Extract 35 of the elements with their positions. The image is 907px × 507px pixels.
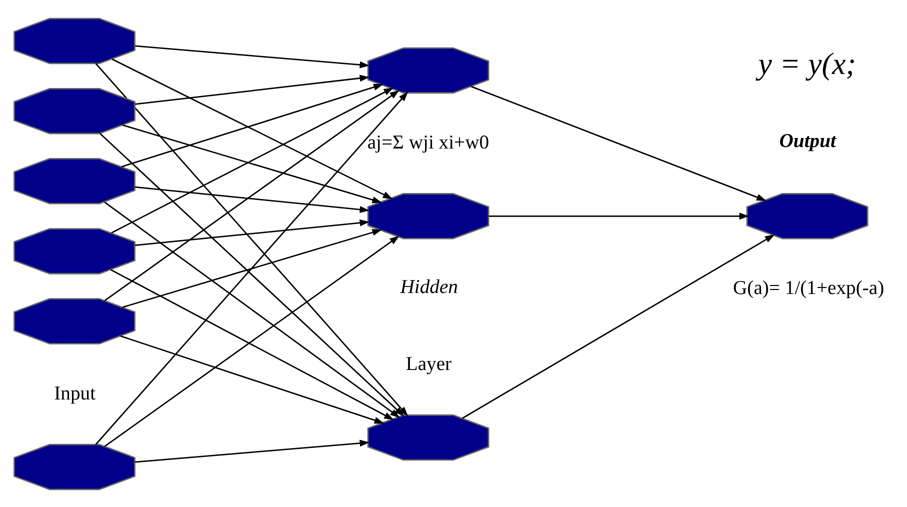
node-octagon <box>14 298 136 344</box>
arrow <box>100 132 404 416</box>
node-octagon <box>367 414 490 460</box>
label: y = y(x; <box>758 46 856 81</box>
label: Layer <box>406 353 452 374</box>
arrow <box>112 58 393 199</box>
arrow <box>121 83 384 167</box>
arrow <box>104 201 400 418</box>
arrow <box>134 439 370 462</box>
arrow <box>488 212 750 220</box>
label: Output <box>779 130 836 152</box>
node-octagon <box>367 46 490 94</box>
arrow <box>134 44 370 68</box>
arrow <box>104 90 400 301</box>
arrow <box>470 85 766 200</box>
node-octagon <box>367 192 490 239</box>
arrow <box>134 218 370 246</box>
arrow <box>104 235 400 447</box>
arrow <box>122 228 382 308</box>
arrow <box>134 74 370 104</box>
node-octagon <box>14 158 136 204</box>
node-octagon <box>14 87 136 134</box>
label: Hidden <box>400 276 458 298</box>
node-octagon <box>14 17 136 64</box>
arrow <box>110 268 394 420</box>
node-octagon <box>14 228 136 274</box>
arrow <box>120 334 384 424</box>
arrow <box>122 124 382 203</box>
label: Input <box>54 382 96 404</box>
node-octagon <box>14 443 136 490</box>
label: G(a)= 1/(1+exp(-a) <box>733 278 884 299</box>
arrow <box>134 186 370 212</box>
arrow <box>462 234 775 418</box>
label: aj=Σ wji xi+w0 <box>367 132 490 153</box>
arrow <box>111 87 394 233</box>
